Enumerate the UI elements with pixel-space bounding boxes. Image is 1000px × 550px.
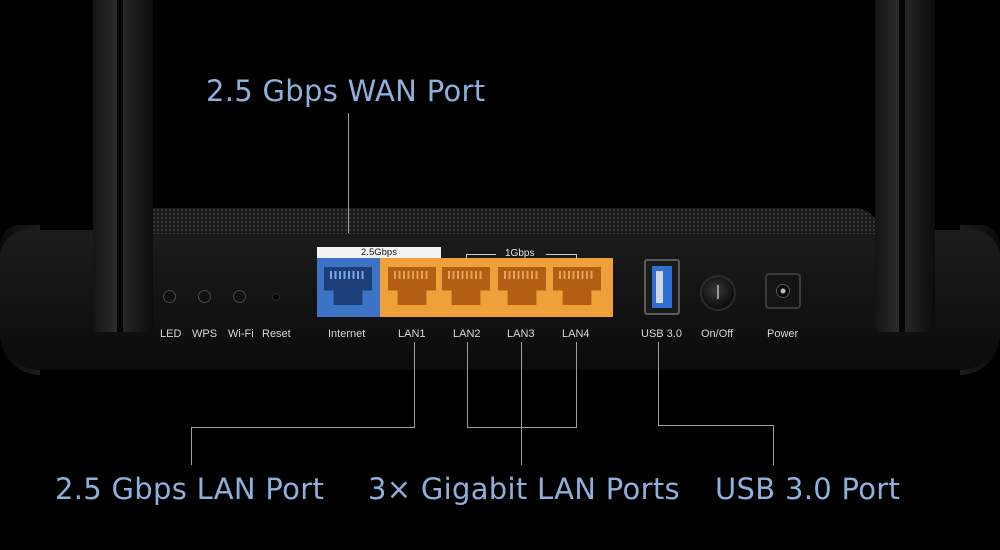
wan-leader-line [348, 113, 349, 233]
gigabit-leader-lan2 [467, 342, 468, 428]
antenna-right-front [875, 0, 935, 332]
gbps-bracket-top-left [466, 254, 496, 255]
router-top-vent [120, 208, 880, 234]
internet-label: Internet [328, 328, 366, 340]
wifi-label: Wi-Fi [228, 328, 254, 340]
lan25-leader-drop [191, 427, 192, 465]
gbps-bracket-top-right [546, 254, 576, 255]
lan2-label: LAN2 [453, 328, 481, 340]
lan25-leader-vertical [414, 342, 415, 428]
lan1-label: LAN1 [398, 328, 426, 340]
wan-speed-band [317, 247, 441, 259]
usb-port-tongue [652, 266, 672, 308]
usb-leader-vertical [658, 342, 659, 426]
lan-speed-text: 1Gbps [505, 248, 535, 259]
reset-button[interactable] [272, 293, 280, 301]
wifi-button[interactable] [233, 290, 246, 303]
wan-port-callout: 2.5 Gbps WAN Port [206, 74, 486, 108]
power-jack[interactable] [765, 273, 801, 309]
lan4-label: LAN4 [562, 328, 590, 340]
lan25-port-callout: 2.5 Gbps LAN Port [55, 472, 325, 506]
gbps-bracket-right [576, 254, 577, 259]
lan3-label: LAN3 [507, 328, 535, 340]
power-switch-button[interactable] [700, 275, 736, 311]
lan25-leader-horizontal [191, 427, 415, 428]
antenna-left-front [93, 0, 153, 332]
wan-speed-text: 2.5Gbps [361, 247, 397, 258]
gbps-bracket-left [466, 254, 467, 259]
usb-port-callout: USB 3.0 Port [715, 472, 901, 506]
gigabit-leader-lan4 [576, 342, 577, 428]
usb-leader-drop [773, 425, 774, 465]
wps-button[interactable] [198, 290, 211, 303]
usb-label: USB 3.0 [641, 328, 682, 340]
gigabit-ports-callout: 3× Gigabit LAN Ports [368, 472, 680, 506]
reset-label: Reset [262, 328, 291, 340]
power-label: Power [767, 328, 799, 340]
gigabit-leader-lan3 [521, 342, 522, 465]
led-label: LED [160, 328, 182, 340]
usb-leader-horizontal [658, 425, 774, 426]
onoff-label: On/Off [701, 328, 734, 340]
wps-label: WPS [192, 328, 218, 340]
gigabit-leader-horizontal [467, 427, 577, 428]
led-button[interactable] [163, 290, 176, 303]
